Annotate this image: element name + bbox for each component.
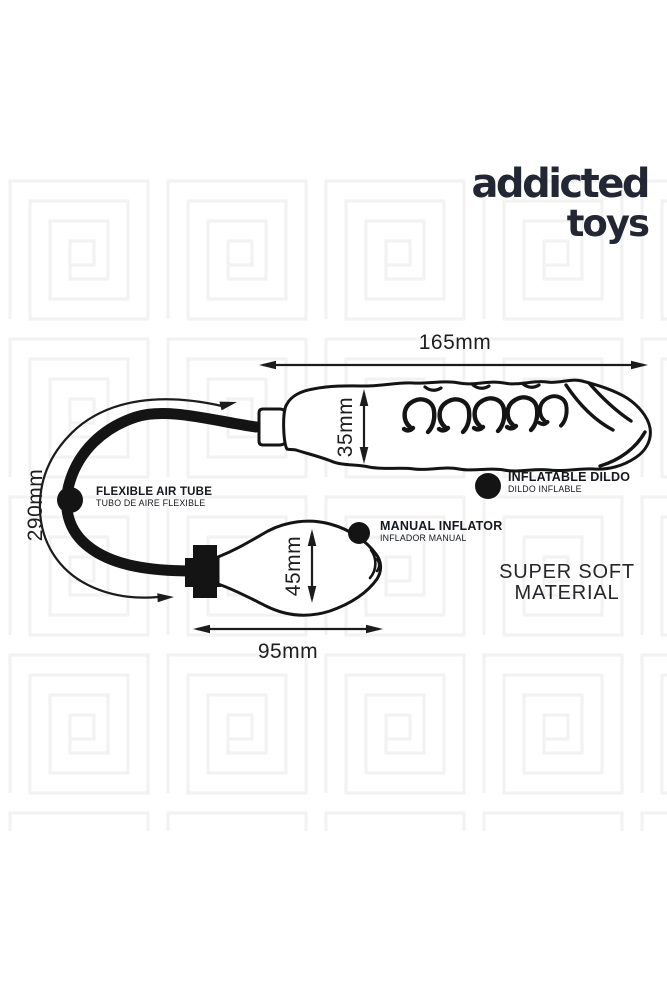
rib-texture-line [471, 396, 507, 434]
dildo-head-ridges [564, 381, 647, 468]
arrowhead-down [359, 447, 369, 464]
dimension-value-35mm: 35mm [334, 397, 357, 457]
head-ridge-line [587, 381, 633, 423]
arrowhead-right [631, 360, 648, 370]
material-note-line2: MATERIAL [514, 582, 620, 604]
release-valve-arc [368, 548, 377, 580]
brand-name-line2: toys [566, 202, 650, 245]
pump-bulb-drawing: 45mm 95mm [193, 519, 383, 663]
rib-texture-line [504, 395, 540, 433]
dimension-value-95mm: 95mm [258, 640, 318, 663]
material-note: SUPER SOFT MATERIAL [474, 562, 660, 604]
air-tube-drawing [61, 408, 262, 577]
arrowhead-up [359, 389, 369, 406]
dimension-shaft-diameter: 35mm [334, 389, 369, 464]
dimension-overall-length: 165mm [259, 331, 648, 370]
dildo-drawing: 35mm [257, 378, 652, 473]
brand-logo: addicted toys [471, 161, 650, 245]
arrowhead-right [366, 624, 383, 634]
head-ridge-line [564, 383, 615, 432]
inflator-bullet-dot [348, 522, 370, 544]
wave-accent [423, 385, 443, 392]
callout-inflator: MANUAL INFLATOR INFLADOR MANUAL [380, 519, 503, 544]
arrowhead-up [307, 529, 317, 546]
rib-texture-line [436, 397, 472, 435]
dildo-rib-texture [401, 394, 569, 435]
air-tube-label-es: TUBO DE AIRE FLEXIBLE [96, 498, 206, 509]
dimension-arc [38, 398, 223, 599]
arrowhead-left [259, 360, 276, 370]
dildo-label-en: INFLATABLE DILDO [508, 470, 631, 484]
dimension-bulb-diameter: 45mm [282, 529, 317, 603]
callout-dildo: INFLATABLE DILDO DILDO INFLABLE [508, 470, 631, 495]
dimension-bulb-length: 95mm [193, 624, 383, 663]
dildo-bullet-dot [475, 473, 501, 499]
arrowhead-down [307, 586, 317, 603]
air-tube-bullet-dot [57, 487, 83, 513]
arrowhead-top [219, 401, 237, 411]
arrowhead-left [193, 624, 210, 634]
dimension-value-165mm: 165mm [419, 331, 492, 354]
dimension-value-45mm: 45mm [282, 536, 305, 596]
wave-accent [521, 382, 541, 389]
dimension-value-290mm: 290mm [24, 469, 47, 542]
arrowhead-bottom [157, 593, 174, 603]
rib-texture-line [537, 394, 569, 428]
maze-background-pattern [0, 171, 667, 831]
material-note-line1: SUPER SOFT [499, 561, 635, 583]
release-valve-arc [375, 557, 381, 573]
head-tip-crease [598, 430, 647, 468]
inflator-label-es: INFLADOR MANUAL [380, 533, 467, 544]
brand-name-line1: addicted [471, 161, 650, 207]
valve-connector-drawing [185, 545, 221, 598]
wave-accent [471, 383, 491, 390]
bulb-release-valve [368, 548, 381, 580]
dildo-label-es: DILDO INFLABLE [508, 484, 582, 495]
inflator-label-en: MANUAL INFLATOR [380, 519, 503, 533]
dildo-top-wave-accents [423, 382, 541, 392]
air-tube-label-en: FLEXIBLE AIR TUBE [96, 486, 213, 498]
rib-texture-line [401, 397, 437, 435]
dimension-air-tube-length: 290mm [24, 398, 237, 603]
callout-air-tube: FLEXIBLE AIR TUBE TUBO DE AIRE FLEXIBLE [96, 486, 212, 509]
pump-bulb-outline [216, 519, 383, 617]
